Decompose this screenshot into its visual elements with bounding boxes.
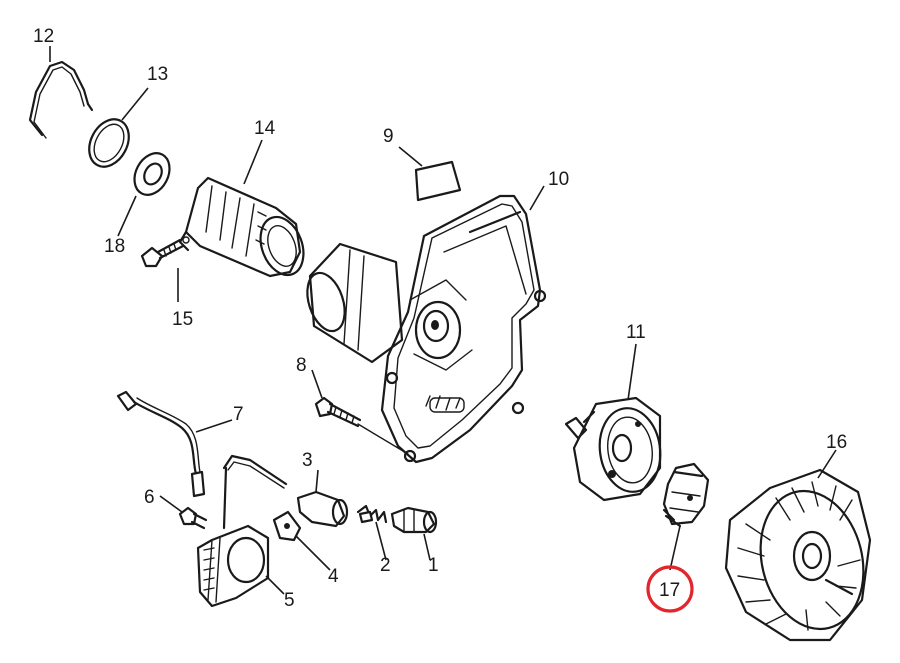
part-11-clutch-drum: [564, 396, 662, 502]
callout-12: 12: [33, 26, 54, 47]
part-15-screw: [140, 236, 190, 268]
part-4-clip: [272, 510, 302, 542]
callout-9: 9: [383, 126, 394, 147]
part-8-long-screw: [314, 396, 409, 455]
callout-6: 6: [144, 487, 155, 508]
part-7-wire: [116, 390, 206, 498]
part-9-label-plate: [414, 160, 462, 202]
callout-15: 15: [172, 309, 193, 330]
callout-labels: 12 13 14 9 10 18 15 8 7 6 3 4 5 2 1 11 1…: [33, 26, 847, 611]
part-16-flywheel: [724, 468, 872, 642]
callout-3: 3: [302, 450, 313, 471]
callout-18: 18: [104, 236, 125, 257]
part-12-wire-clip: [28, 60, 94, 139]
part-13-o-ring: [88, 118, 130, 168]
part-3-cap: [296, 490, 349, 528]
callout-7: 7: [233, 404, 244, 425]
callout-1: 1: [428, 555, 439, 576]
callout-5: 5: [284, 590, 295, 611]
callout-16: 16: [826, 432, 847, 453]
callout-13: 13: [147, 64, 168, 85]
callout-4: 4: [328, 566, 339, 587]
callout-10: 10: [548, 169, 569, 190]
leader-lines: [49, 46, 837, 595]
part-2-spring: [356, 504, 388, 524]
part-10-starter-housing: [306, 194, 547, 464]
part-6-small-screw: [178, 506, 208, 530]
part-5-ignition-module: [196, 454, 288, 608]
part-1-spark-plug: [390, 506, 438, 534]
part-14-starter-drive: [178, 176, 305, 278]
highlight-ring-17: [646, 565, 694, 613]
callout-11: 11: [626, 322, 646, 343]
part-18-washer: [133, 152, 171, 196]
callout-17: 17: [659, 580, 680, 601]
callout-8: 8: [296, 355, 307, 376]
part-17-clutch-shoe: [662, 462, 710, 528]
callout-2: 2: [380, 555, 391, 576]
callout-14: 14: [254, 118, 276, 139]
